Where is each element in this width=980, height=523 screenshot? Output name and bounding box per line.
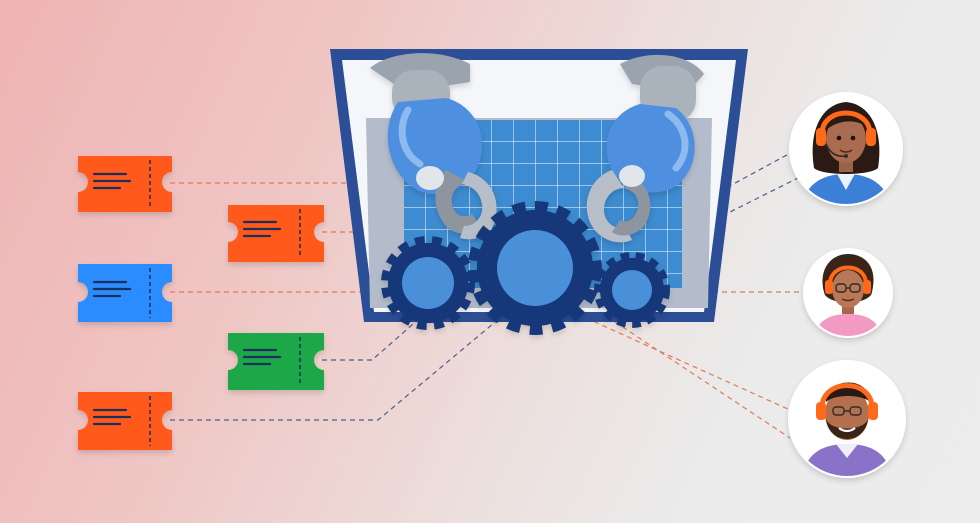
connector-line bbox=[322, 317, 421, 361]
gears bbox=[381, 201, 670, 335]
text-lines-icon bbox=[242, 220, 282, 238]
connector-line bbox=[170, 317, 501, 421]
tickets bbox=[78, 156, 324, 450]
connector-line bbox=[599, 311, 791, 439]
text-lines-icon bbox=[92, 408, 132, 426]
robot-arm-right bbox=[586, 54, 704, 243]
agent-3 bbox=[788, 360, 906, 478]
gear-center-icon bbox=[468, 201, 602, 335]
ticket-4 bbox=[228, 333, 324, 390]
ticket-2 bbox=[228, 205, 324, 262]
gear-left-icon bbox=[381, 236, 475, 330]
gear-right-icon bbox=[594, 252, 670, 328]
ticket-1 bbox=[78, 156, 172, 212]
connector-line bbox=[665, 177, 799, 245]
ticket-5 bbox=[78, 392, 172, 450]
text-lines-icon bbox=[92, 280, 132, 298]
agent-2 bbox=[803, 248, 893, 338]
agent-1 bbox=[789, 92, 903, 206]
connector-line bbox=[585, 317, 791, 411]
robot-arm-left bbox=[370, 53, 497, 240]
text-lines-icon bbox=[92, 172, 132, 190]
ticket-3 bbox=[78, 264, 172, 322]
text-lines-icon bbox=[242, 348, 282, 366]
